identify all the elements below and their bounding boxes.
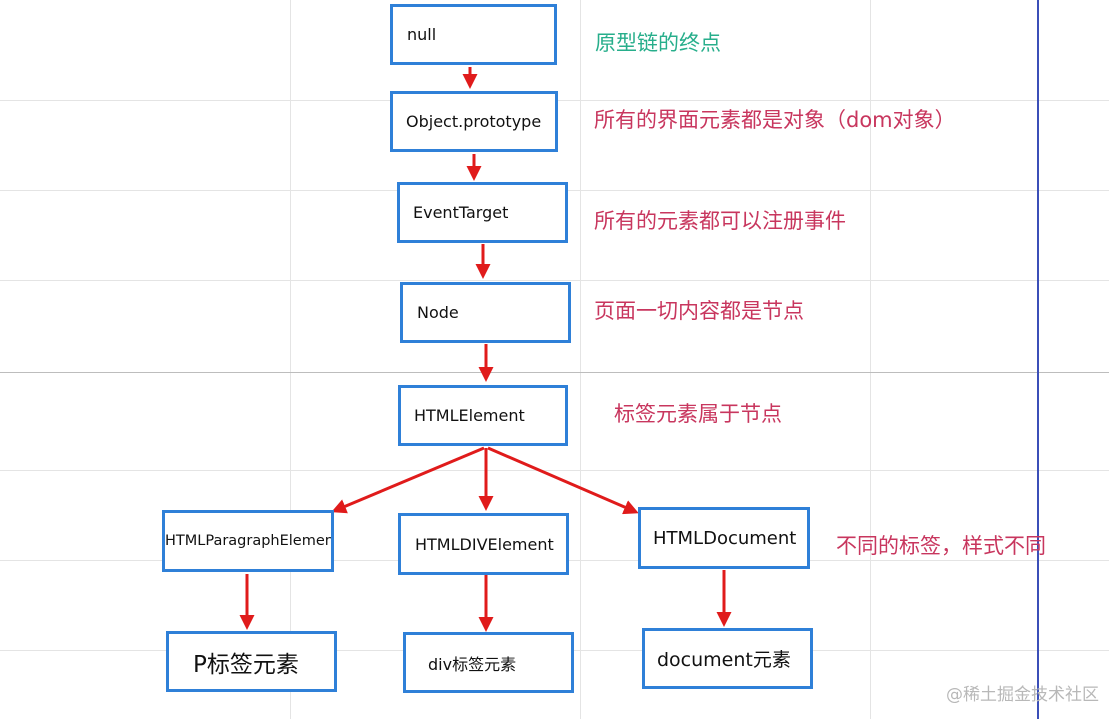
node-div-element-label: div标签元素 <box>428 655 517 674</box>
grid-line <box>0 372 1109 373</box>
node-object-prototype: Object.prototype <box>390 91 558 152</box>
watermark: @稀土掘金技术社区 <box>946 685 1099 705</box>
node-html-element: HTMLElement <box>398 385 568 446</box>
node-html-paragraph-element-label: HTMLParagraphElement <box>165 533 334 549</box>
node-document-element: document元素 <box>642 628 813 689</box>
node-html-document: HTMLDocument <box>638 507 810 569</box>
grid-line <box>0 470 1109 471</box>
node-div-element: div标签元素 <box>403 632 574 693</box>
note-node: 页面一切内容都是节点 <box>594 299 804 323</box>
node-event-target: EventTarget <box>397 182 568 243</box>
note-object-prototype: 所有的界面元素都是对象（dom对象） <box>594 108 956 132</box>
node-html-element-label: HTMLElement <box>414 406 525 425</box>
node-object-prototype-label: Object.prototype <box>406 112 542 131</box>
note-event-target: 所有的元素都可以注册事件 <box>594 209 846 233</box>
node-document-element-label: document元素 <box>657 649 791 671</box>
grid-line <box>870 0 871 719</box>
grid-line <box>0 280 1109 281</box>
node-node: Node <box>400 282 571 343</box>
note-html-document: 不同的标签，样式不同 <box>836 534 1046 558</box>
grid-line <box>580 0 581 719</box>
node-node-label: Node <box>417 303 459 322</box>
vertical-divider <box>1037 0 1039 719</box>
node-html-document-label: HTMLDocument <box>653 527 797 549</box>
grid-line <box>290 0 291 719</box>
arrow-htmlelement-document <box>487 446 639 515</box>
arrow-htmlelement-paragraph <box>331 446 485 514</box>
node-p-element-label: P标签元素 <box>193 651 299 678</box>
note-html-element: 标签元素属于节点 <box>614 402 782 426</box>
node-null-label: null <box>407 25 437 44</box>
note-null: 原型链的终点 <box>595 31 721 55</box>
node-p-element: P标签元素 <box>166 631 337 692</box>
node-null: null <box>390 4 557 65</box>
node-html-div-element-label: HTMLDIVElement <box>415 534 554 554</box>
node-event-target-label: EventTarget <box>413 203 509 222</box>
node-html-div-element: HTMLDIVElement <box>398 513 569 575</box>
node-html-paragraph-element: HTMLParagraphElement <box>162 510 334 572</box>
